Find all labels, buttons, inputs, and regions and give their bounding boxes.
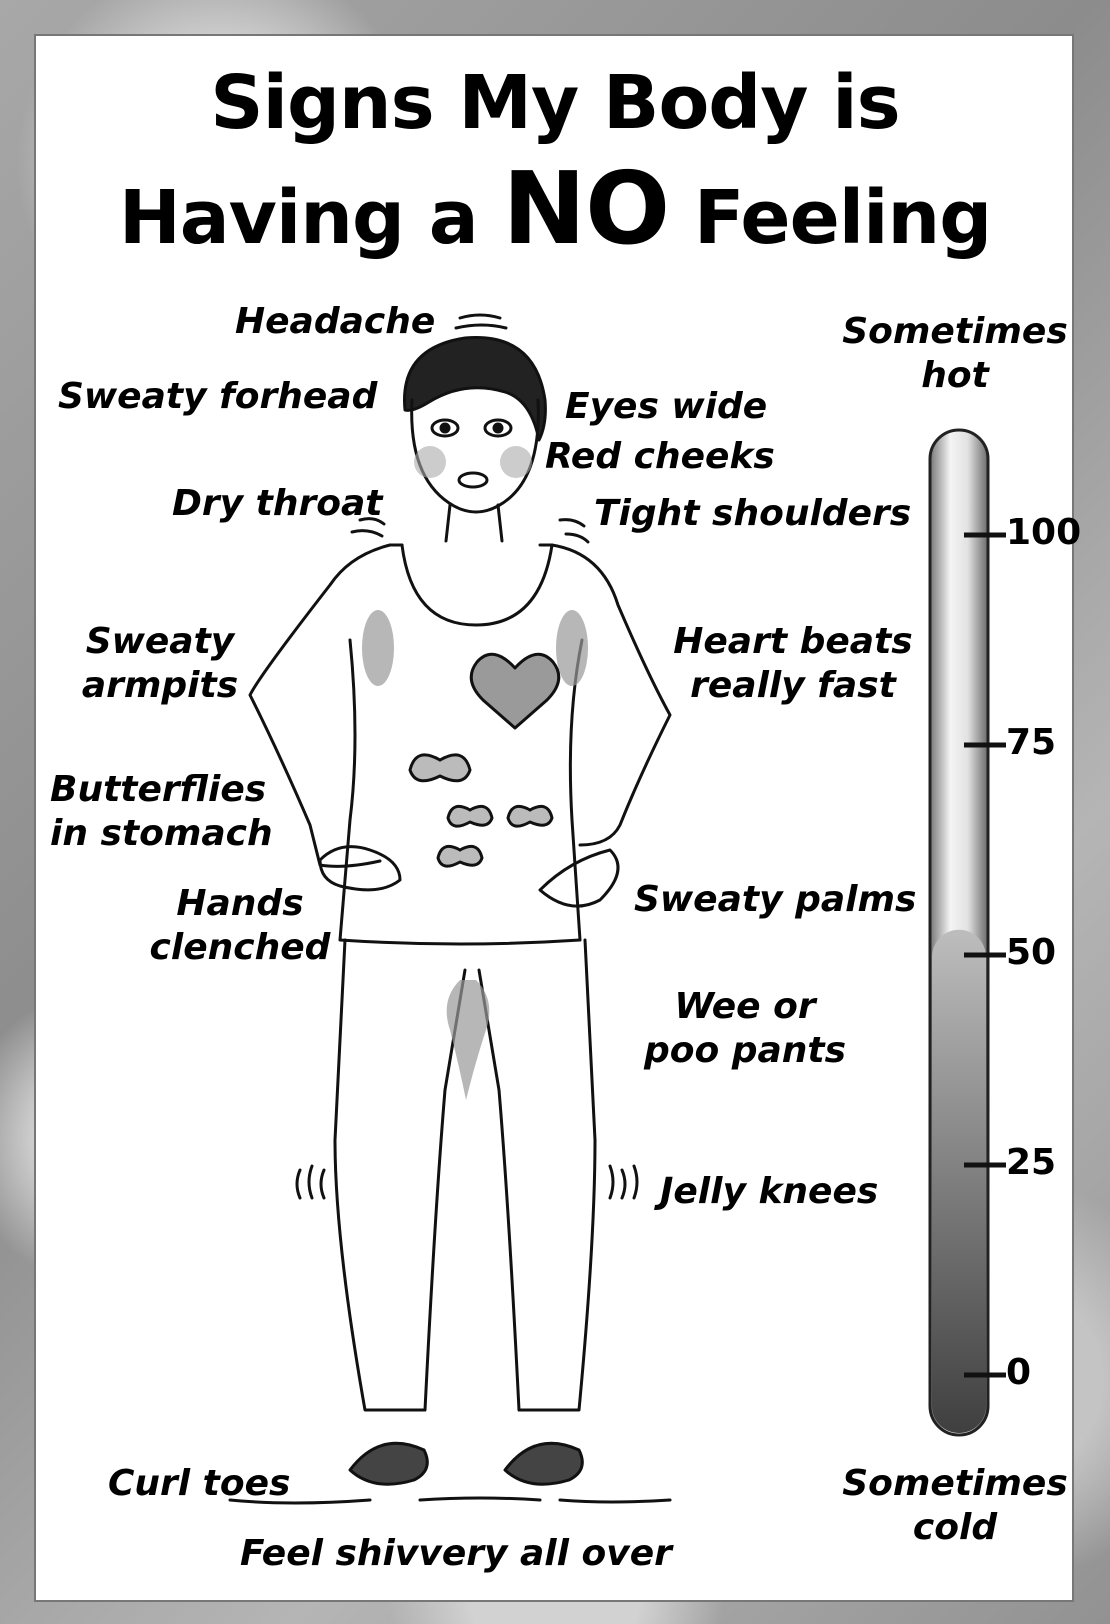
- thermometer-tick-label-0: 0: [1006, 1353, 1031, 1393]
- thermometer-tick-label-25: 25: [1006, 1143, 1056, 1183]
- thermometer-tick-label-75: 75: [1006, 723, 1056, 763]
- thermometer-tick-label-100: 100: [1006, 513, 1081, 553]
- thermometer-tick-label-50: 50: [1006, 933, 1056, 973]
- thermometer-level-fill: [932, 930, 986, 1433]
